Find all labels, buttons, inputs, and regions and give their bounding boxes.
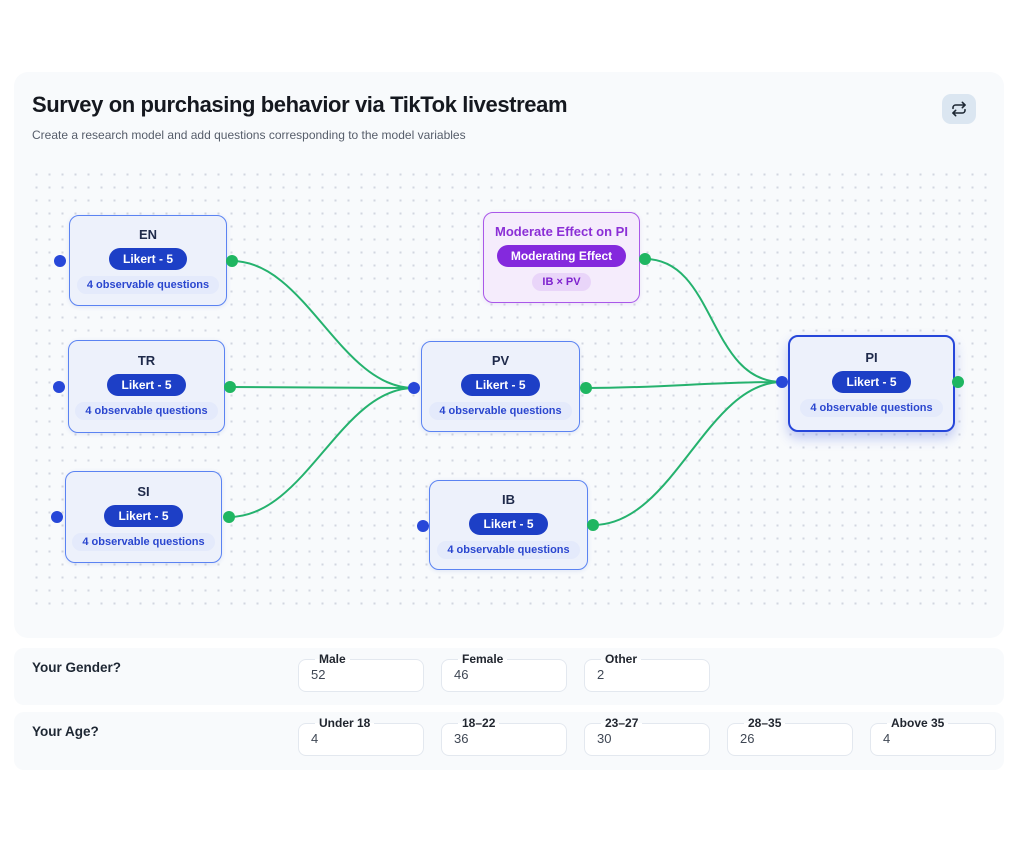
node-questions-count: 4 observable questions: [75, 402, 218, 420]
node-questions-count: 4 observable questions: [800, 399, 943, 417]
node-scale-badge: Likert - 5: [108, 248, 187, 270]
node-scale-badge: Likert - 5: [107, 374, 186, 396]
edge-en-pv[interactable]: [231, 260, 415, 389]
target-handle-si[interactable]: [51, 511, 63, 523]
edge-si-pv[interactable]: [228, 387, 415, 518]
option-field-18-22[interactable]: 18–22 36: [441, 716, 567, 756]
option-label: Other: [605, 652, 638, 666]
option-count: 52: [311, 667, 326, 682]
source-handle-ib[interactable]: [587, 519, 599, 531]
option-field-under-18[interactable]: Under 18 4: [298, 716, 424, 756]
age-options: Under 18 4 18–22 36 23–27 30 28–35 26 Ab…: [298, 716, 996, 756]
option-count: 46: [454, 667, 469, 682]
source-handle-pv[interactable]: [580, 382, 592, 394]
option-count: 26: [740, 731, 755, 746]
node-title: IB: [502, 491, 515, 507]
node-title: TR: [137, 353, 156, 368]
gender-options: Male 52 Female 46 Other 2: [298, 652, 710, 692]
option-label: Under 18: [319, 716, 371, 730]
model-node-moderate-effect[interactable]: Moderate Effect on PI Moderating Effect …: [483, 212, 640, 303]
option-field-female[interactable]: Female 46: [441, 652, 567, 692]
target-handle-en[interactable]: [54, 255, 66, 267]
model-node-pv[interactable]: PV Likert - 5 4 observable questions: [421, 341, 580, 432]
option-field-28-35[interactable]: 28–35 26: [727, 716, 853, 756]
option-count: 36: [454, 731, 469, 746]
node-scale-badge: Likert - 5: [461, 374, 540, 396]
option-label: 28–35: [748, 716, 782, 730]
edge-pv-pi[interactable]: [585, 381, 783, 389]
edge-mod-pi[interactable]: [644, 258, 783, 383]
option-field-male[interactable]: Male 52: [298, 652, 424, 692]
node-interaction-term: IB × PV: [532, 273, 591, 291]
node-questions-count: 4 observable questions: [429, 402, 572, 420]
model-node-si[interactable]: SI Likert - 5 4 observable questions: [65, 471, 222, 563]
node-scale-badge: Likert - 5: [832, 371, 911, 393]
question-label: Your Gender?: [32, 660, 122, 675]
option-count: 30: [597, 731, 612, 746]
page-subtitle: Create a research model and add question…: [32, 128, 466, 142]
page-title: Survey on purchasing behavior via TikTok…: [32, 92, 568, 117]
option-label: Above 35: [891, 716, 945, 730]
target-handle-pi[interactable]: [776, 376, 788, 388]
option-count: 4: [883, 731, 891, 746]
edge-ib-pi[interactable]: [592, 381, 783, 526]
source-handle-si[interactable]: [223, 511, 235, 523]
node-questions-count: 4 observable questions: [72, 532, 215, 551]
option-field-23-27[interactable]: 23–27 30: [584, 716, 710, 756]
node-title: PI: [865, 350, 878, 365]
target-handle-pv[interactable]: [408, 382, 420, 394]
edge-tr-pv[interactable]: [229, 386, 415, 389]
refresh-model-button[interactable]: [942, 94, 976, 124]
model-node-ib[interactable]: IB Likert - 5 4 observable questions: [429, 480, 588, 570]
option-count: 2: [597, 667, 605, 682]
model-canvas[interactable]: EN Likert - 5 4 observable questions TR …: [14, 72, 1004, 638]
target-handle-ib[interactable]: [417, 520, 429, 532]
source-handle-en[interactable]: [226, 255, 238, 267]
source-handle-pi[interactable]: [952, 376, 964, 388]
node-questions-count: 4 observable questions: [437, 540, 580, 559]
option-label: Female: [462, 652, 504, 666]
model-node-tr[interactable]: TR Likert - 5 4 observable questions: [68, 340, 225, 433]
option-label: 18–22: [462, 716, 496, 730]
option-count: 4: [311, 731, 319, 746]
source-handle-moderate-effect[interactable]: [639, 253, 651, 265]
survey-model-card: Survey on purchasing behavior via TikTok…: [14, 72, 1004, 638]
option-label: Male: [319, 652, 346, 666]
model-node-en[interactable]: EN Likert - 5 4 observable questions: [69, 215, 227, 306]
option-label: 23–27: [605, 716, 639, 730]
model-node-pi[interactable]: PI Likert - 5 4 observable questions: [788, 335, 955, 432]
node-title: Moderate Effect on PI: [495, 224, 628, 239]
node-questions-count: 4 observable questions: [76, 276, 220, 294]
node-effect-badge: Moderating Effect: [496, 245, 627, 267]
source-handle-tr[interactable]: [224, 381, 236, 393]
edge-layer: [228, 258, 783, 526]
node-scale-badge: Likert - 5: [469, 512, 548, 535]
question-label: Your Age?: [32, 724, 99, 739]
node-title: SI: [137, 483, 150, 499]
target-handle-tr[interactable]: [53, 381, 65, 393]
node-title: EN: [138, 227, 158, 242]
option-field-other[interactable]: Other 2: [584, 652, 710, 692]
option-field-above-35[interactable]: Above 35 4: [870, 716, 996, 756]
repeat-icon: [951, 101, 967, 117]
node-scale-badge: Likert - 5: [104, 504, 183, 527]
node-title: PV: [491, 353, 510, 368]
question-row-age: Your Age? Under 18 4 18–22 36 23–27 30 2…: [14, 712, 1004, 770]
question-row-gender: Your Gender? Male 52 Female 46 Other 2: [14, 648, 1004, 705]
